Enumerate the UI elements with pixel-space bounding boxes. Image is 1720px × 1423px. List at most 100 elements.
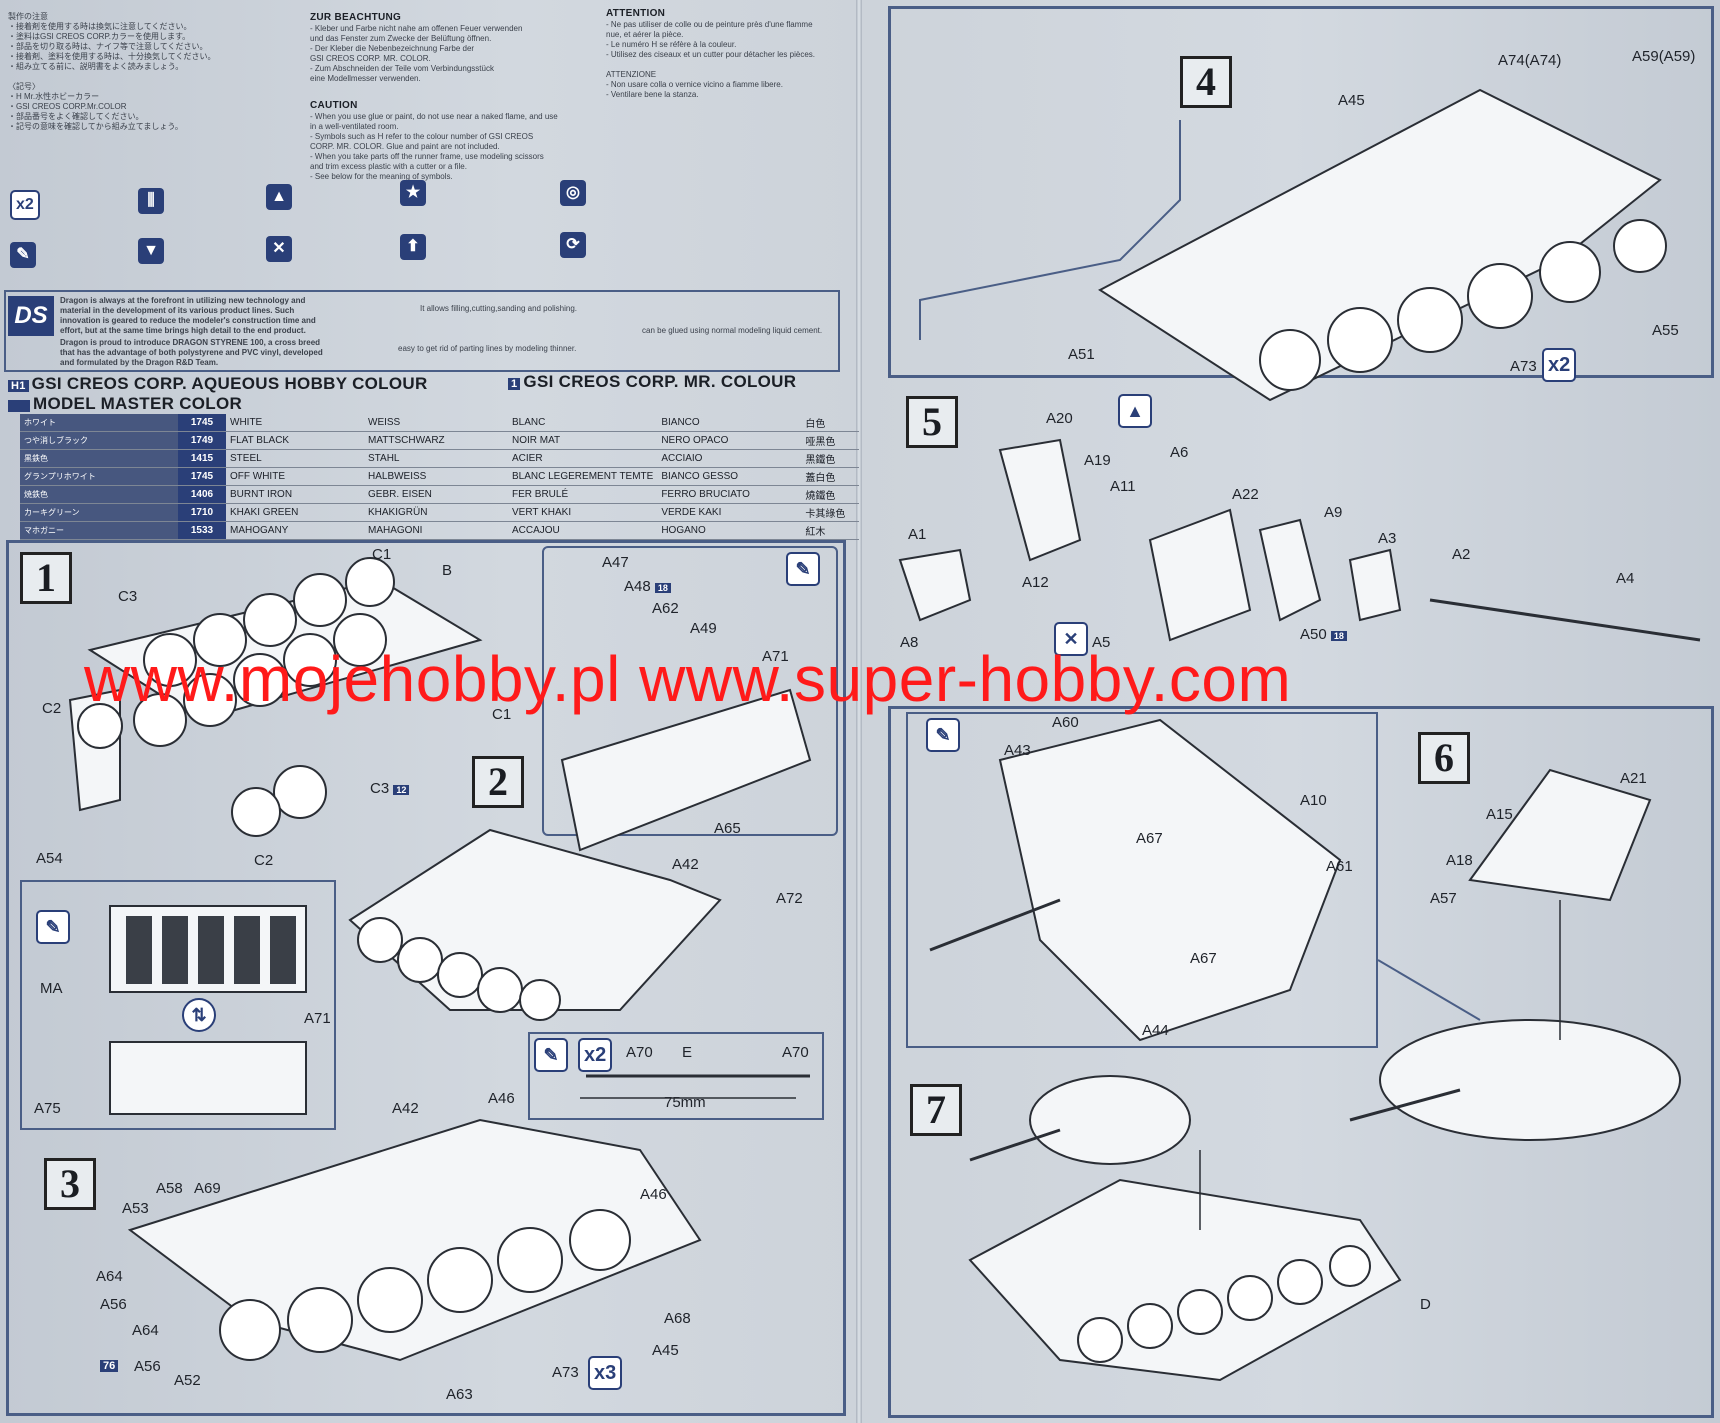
part-label: A74(A74) bbox=[1498, 52, 1562, 69]
step-number: 2 bbox=[472, 756, 524, 808]
paint-symbol-icon: ✎ bbox=[10, 242, 36, 268]
color-it: VERDE KAKI bbox=[657, 503, 802, 522]
part-label: A10 bbox=[1300, 792, 1327, 809]
color-it: NERO OPACO bbox=[657, 431, 802, 450]
part-label: A49 bbox=[690, 620, 717, 637]
gun-part-e: E bbox=[682, 1044, 693, 1061]
step-number: 1 bbox=[20, 552, 72, 604]
part-label: A3 bbox=[1378, 530, 1397, 547]
color-code: 1749 bbox=[178, 431, 226, 450]
part-label: D bbox=[1420, 1296, 1431, 1313]
de-notice-text: - Kleber und Farbe nicht nahe am offenen… bbox=[310, 24, 523, 83]
step3-multiplier: x3 bbox=[588, 1356, 623, 1390]
paint-gun-icon: ✎ bbox=[534, 1038, 568, 1072]
color-it: BIANCO bbox=[657, 414, 802, 432]
part-label: A53 bbox=[122, 1200, 149, 1217]
steps-5-7-frame bbox=[888, 706, 1714, 1418]
color-jp: 白色 bbox=[801, 414, 860, 432]
part-label: A47 bbox=[602, 554, 629, 571]
color-fr: ACCAJOU bbox=[508, 521, 658, 540]
model-master-header: MODEL MASTER COLOR bbox=[8, 394, 242, 414]
color-en: WHITE bbox=[226, 414, 364, 432]
part-label: A64 bbox=[96, 1268, 123, 1285]
color-jp-name: 黒鉄色 bbox=[20, 449, 178, 468]
fr-notice-header: ATTENTION bbox=[606, 8, 666, 19]
no-glue-step5-icon: ✕ bbox=[1054, 622, 1088, 656]
parts-symbol-icon: ⫼ bbox=[138, 188, 164, 214]
color-jp-name: グランプリホワイト bbox=[20, 467, 178, 486]
part-label: A75 bbox=[34, 1100, 61, 1117]
part-label: A54 bbox=[36, 850, 63, 867]
color-code: 1745 bbox=[178, 467, 226, 486]
step-number: 7 bbox=[910, 1084, 962, 1136]
star-symbol-icon: ★ bbox=[400, 180, 426, 206]
en-notice-header: CAUTION bbox=[310, 100, 358, 111]
x2-symbol-icon: x2 bbox=[10, 190, 40, 220]
color-code: 1710 bbox=[178, 503, 226, 522]
part-label: A57 bbox=[1430, 890, 1457, 907]
paint-insert-icon: ✎ bbox=[36, 910, 70, 944]
part-label: A2 bbox=[1452, 546, 1471, 563]
part-label: A42 bbox=[392, 1100, 419, 1117]
color-code: 1415 bbox=[178, 449, 226, 468]
color-it: ACCIAIO bbox=[657, 449, 802, 468]
color-jp: 哑黑色 bbox=[801, 431, 860, 450]
step-number: 4 bbox=[1180, 56, 1232, 108]
part-label: A63 bbox=[446, 1386, 473, 1403]
rotate-symbol-icon: ⟳ bbox=[560, 232, 586, 258]
color-jp-name: カーキグリーン bbox=[20, 503, 178, 522]
color-fr: ACIER bbox=[508, 449, 658, 468]
part-label: A62 bbox=[652, 600, 679, 617]
step-number: 3 bbox=[44, 1158, 96, 1210]
step-number: 5 bbox=[906, 396, 958, 448]
color-fr: BLANC LEGEREMENT TEMTE bbox=[508, 467, 658, 486]
color-en: BURNT IRON bbox=[226, 485, 364, 504]
color-de: HALBWEISS bbox=[364, 467, 508, 486]
part-label: C1 bbox=[492, 706, 512, 723]
color-code: 1406 bbox=[178, 485, 226, 504]
part-label: A44 bbox=[1142, 1022, 1169, 1039]
paint-callout-icon: ✎ bbox=[786, 552, 820, 586]
option-symbol-icon: ⬆ bbox=[400, 234, 426, 260]
part-label: A64 bbox=[132, 1322, 159, 1339]
part-label: C1 bbox=[372, 546, 392, 563]
brand-note-3: can be glued using normal modeling liqui… bbox=[642, 326, 823, 335]
part-label: C3 bbox=[118, 588, 138, 605]
part-label: A69 bbox=[194, 1180, 221, 1197]
part-label: A6 bbox=[1170, 444, 1189, 461]
color-de: MAHAGONI bbox=[364, 521, 508, 540]
color-jp: 紅木 bbox=[801, 521, 860, 540]
brand-note-1: It allows filling,cutting,sanding and po… bbox=[420, 304, 577, 313]
color-en: MAHOGANY bbox=[226, 521, 364, 540]
color-de: GEBR. EISEN bbox=[364, 485, 508, 504]
part-label: A46 bbox=[488, 1090, 515, 1107]
color-jp: 卡其綠色 bbox=[801, 503, 860, 522]
part-label: A4 bbox=[1616, 570, 1635, 587]
part-label: A56 bbox=[134, 1358, 161, 1375]
dragon-styrene-box bbox=[4, 290, 840, 372]
part-label: A45 bbox=[652, 1342, 679, 1359]
part-label: A50 18 bbox=[1300, 626, 1350, 643]
part-label: A59(A59) bbox=[1632, 48, 1696, 65]
part-label: A22 bbox=[1232, 486, 1259, 503]
part-label: A68 bbox=[664, 1310, 691, 1327]
part-label: A65 bbox=[714, 820, 741, 837]
part-label: A42 bbox=[672, 856, 699, 873]
turret-detail-frame bbox=[906, 712, 1378, 1048]
part-label: A15 bbox=[1486, 806, 1513, 823]
color-code: 1745 bbox=[178, 414, 226, 432]
flip-over-icon: ⇅ bbox=[182, 998, 216, 1032]
part-label: A73 bbox=[1510, 358, 1537, 375]
color-en: KHAKI GREEN bbox=[226, 503, 364, 522]
color-de: STAHL bbox=[364, 449, 508, 468]
watermark-text: www.mojehobby.pl www.super-hobby.com bbox=[84, 643, 1292, 715]
part-label: A20 bbox=[1046, 410, 1073, 427]
part-label: A73 bbox=[552, 1364, 579, 1381]
glue-step5-icon: ▲ bbox=[1118, 394, 1152, 428]
